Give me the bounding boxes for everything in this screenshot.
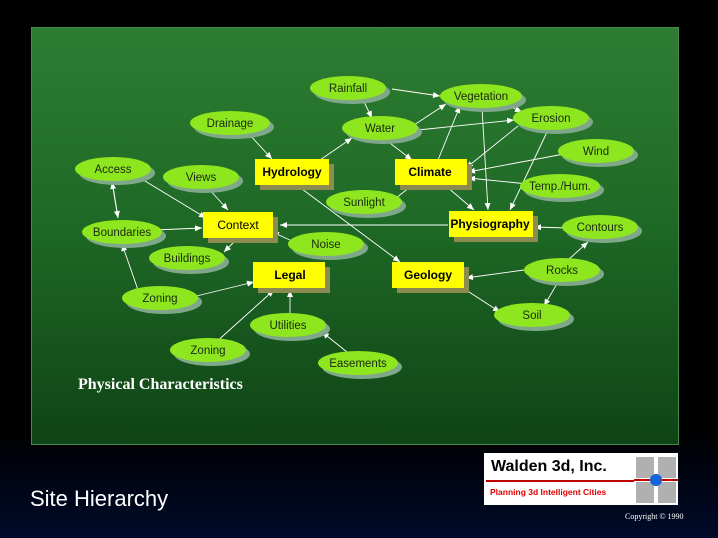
oval-sunlight: Sunlight: [326, 190, 406, 218]
oval-contours-label: Contours: [577, 222, 624, 234]
oval-wind-label: Wind: [583, 146, 609, 158]
category-boxes: Hydrology Climate Context Physiography L…: [203, 159, 538, 293]
diagram-caption: Physical Characteristics: [78, 376, 243, 393]
oval-boundaries: Boundaries: [82, 220, 166, 248]
oval-soil-label: Soil: [522, 310, 541, 322]
concept-ovals: Rainfall Vegetation Drainage Water Erosi…: [75, 76, 642, 379]
oval-zoning-2-label: Zoning: [190, 345, 225, 357]
box-context-label: Context: [217, 218, 259, 232]
oval-rocks: Rocks: [524, 258, 604, 286]
arrow-rainfall-vegetation: [391, 88, 441, 98]
arrow-hydrology-geology: [297, 185, 401, 263]
oval-erosion: Erosion: [513, 106, 593, 134]
oval-views-label: Views: [186, 172, 217, 184]
logo-divider: [486, 480, 676, 482]
oval-soil: Soil: [494, 303, 574, 331]
arrow-temp-climate: [467, 175, 529, 185]
company-name: Walden 3d, Inc.: [491, 458, 607, 475]
walden-logo-icon: [634, 455, 678, 505]
arrow-vegetation-physiography: [481, 107, 491, 211]
arrow-boundaries-context: [153, 225, 203, 232]
arrow-geology-soil: [465, 289, 501, 313]
oval-drainage: Drainage: [190, 111, 274, 139]
oval-sunlight-label: Sunlight: [343, 197, 385, 209]
box-climate: Climate: [395, 159, 472, 190]
oval-noise-label: Noise: [311, 239, 340, 251]
arrow-boundaries-access: [110, 181, 119, 219]
oval-water: Water: [342, 116, 422, 144]
oval-vegetation-label: Vegetation: [454, 91, 508, 103]
oval-boundaries-label: Boundaries: [93, 227, 151, 239]
oval-zoning-1: Zoning: [122, 286, 202, 314]
arrow-wind-climate: [467, 153, 565, 174]
oval-erosion-label: Erosion: [532, 113, 571, 125]
box-geology: Geology: [392, 262, 469, 293]
box-geology-label: Geology: [404, 268, 452, 282]
copyright-notice: Copyright © 1990: [625, 512, 684, 521]
oval-buildings: Buildings: [149, 246, 229, 274]
oval-vegetation: Vegetation: [440, 84, 526, 112]
box-context: Context: [203, 212, 278, 243]
oval-contours: Contours: [562, 215, 642, 243]
oval-buildings-label: Buildings: [164, 253, 211, 265]
box-climate-label: Climate: [408, 165, 452, 179]
box-hydrology-label: Hydrology: [262, 165, 322, 179]
oval-zoning-1-label: Zoning: [142, 293, 177, 305]
oval-access: Access: [75, 157, 155, 185]
oval-access-label: Access: [94, 164, 131, 176]
arrow-access-context: [139, 177, 207, 219]
arrow-climate-vegetation: [437, 105, 461, 161]
oval-drainage-label: Drainage: [207, 118, 254, 130]
arrow-rocks-contours: [567, 241, 589, 261]
oval-views: Views: [163, 165, 243, 193]
oval-rainfall-label: Rainfall: [329, 83, 367, 95]
arrow-erosion-climate: [465, 125, 519, 169]
arrow-water-erosion: [417, 117, 515, 131]
box-hydrology: Hydrology: [255, 159, 334, 190]
page-title: Site Hierarchy: [30, 486, 169, 511]
arrow-zoning2-legal: [213, 289, 275, 345]
company-tagline: Planning 3d Intelligent Cities: [490, 487, 607, 497]
oval-zoning-2: Zoning: [170, 338, 250, 366]
box-legal: Legal: [253, 262, 330, 293]
oval-temp-hum-label: Temp./Hum.: [529, 181, 591, 193]
oval-water-label: Water: [365, 123, 395, 135]
oval-rocks-label: Rocks: [546, 265, 578, 277]
oval-easements-label: Easements: [329, 358, 387, 370]
arrow-zoning-boundaries: [121, 243, 139, 291]
oval-easements: Easements: [318, 351, 402, 379]
box-physiography-label: Physiography: [450, 217, 530, 231]
oval-rainfall: Rainfall: [310, 76, 390, 104]
arrow-rocks-soil: [543, 281, 559, 307]
oval-utilities: Utilities: [250, 313, 330, 341]
box-legal-label: Legal: [274, 268, 305, 282]
oval-temp-hum: Temp./Hum.: [520, 174, 604, 202]
arrow-rocks-geology: [465, 269, 525, 281]
oval-wind: Wind: [558, 139, 638, 167]
connection-arrows: [110, 88, 589, 357]
oval-utilities-label: Utilities: [269, 320, 306, 332]
arrow-hydrology-water: [319, 137, 353, 161]
arrow-erosion-physiography: [509, 129, 549, 211]
box-physiography: Physiography: [449, 211, 538, 242]
arrow-water-vegetation: [413, 103, 447, 126]
oval-noise: Noise: [288, 232, 368, 260]
